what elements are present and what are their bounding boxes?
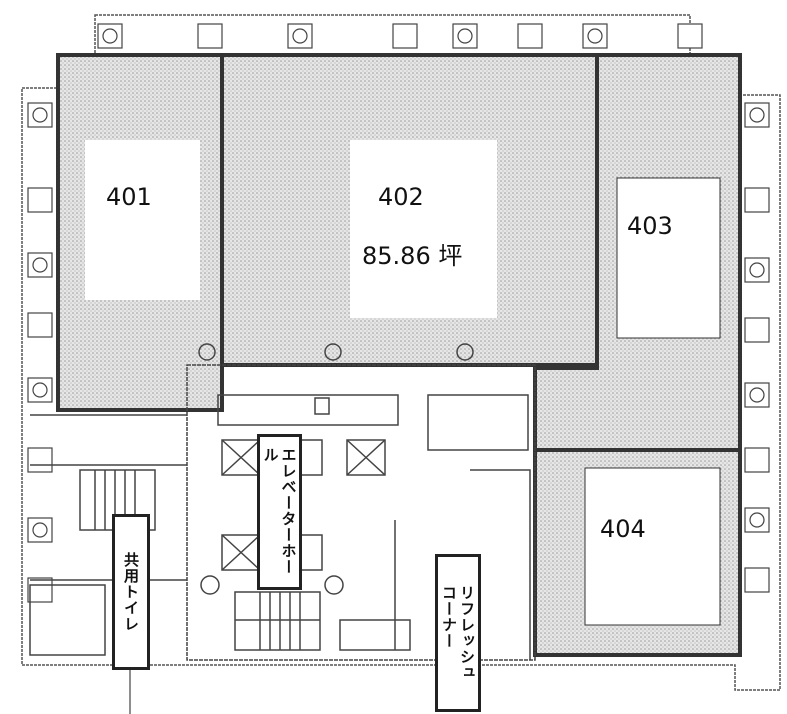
- column-pillar: [32, 257, 48, 273]
- unit-402-area-label: 85.86 坪: [362, 242, 463, 270]
- column: [27, 187, 53, 213]
- columns: [27, 23, 770, 603]
- column-pillar: [587, 28, 603, 44]
- core-area: [29, 343, 536, 661]
- toilet-label: 共用トイレ: [122, 552, 140, 632]
- column-pillar: [102, 28, 118, 44]
- column: [27, 312, 53, 338]
- column-pillar: [32, 107, 48, 123]
- column: [27, 102, 53, 128]
- column: [517, 23, 543, 49]
- unit-401-label: 401: [106, 183, 152, 211]
- unit-403-label: 403: [627, 212, 673, 240]
- elevator-hall-label: エレベーターホール: [261, 447, 298, 575]
- column-pillar: [749, 107, 765, 123]
- column-pillar: [749, 512, 765, 528]
- refresh-corner-label-2: コーナー: [440, 585, 458, 649]
- column-pillar: [457, 28, 473, 44]
- unit-402-label: 402: [378, 183, 424, 211]
- column: [392, 23, 418, 49]
- refresh-corner-label-box: リフレッシュ コーナー: [435, 554, 481, 712]
- unit-404-label: 404: [600, 515, 646, 543]
- column-pillar: [32, 522, 48, 538]
- column-pillar: [292, 28, 308, 44]
- column: [677, 23, 703, 49]
- refresh-corner-label-1: リフレッシュ: [458, 585, 476, 681]
- column: [744, 317, 770, 343]
- column: [197, 23, 223, 49]
- column: [744, 187, 770, 213]
- column: [27, 447, 53, 473]
- column: [744, 447, 770, 473]
- column-pillar: [32, 382, 48, 398]
- toilet-label-box: 共用トイレ: [112, 514, 150, 670]
- column: [744, 567, 770, 593]
- column-pillar: [749, 262, 765, 278]
- elevator-hall-label-box: エレベーターホール: [257, 434, 302, 590]
- column: [27, 577, 53, 603]
- column-pillar: [749, 387, 765, 403]
